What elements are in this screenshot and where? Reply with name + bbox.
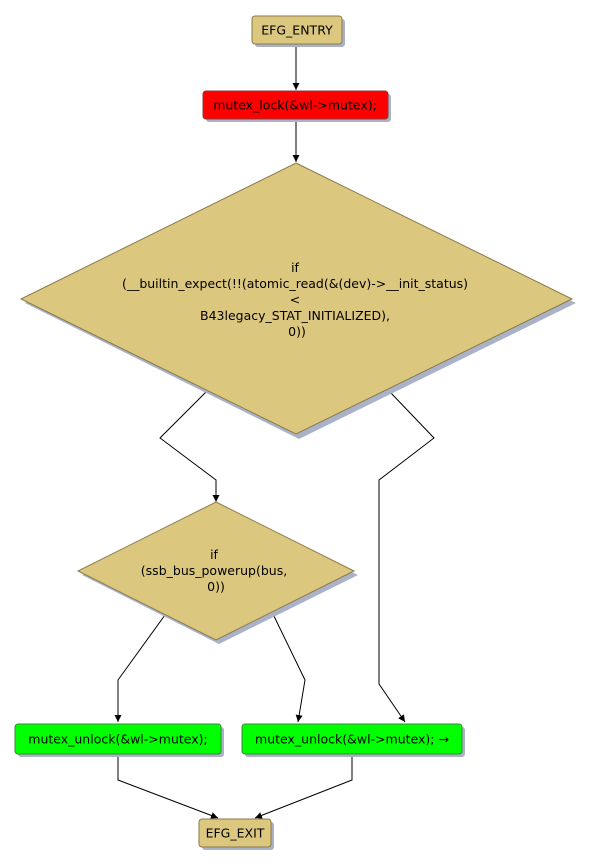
- edge-unlock1-to-exit: [117, 754, 219, 819]
- node-cond2-diamond: [76, 501, 356, 641]
- node-cond1-diamond: [19, 162, 574, 435]
- node-cond2-line-3: 0)): [207, 579, 225, 594]
- node-unlock2-label: mutex_unlock(&wl->mutex); →: [255, 732, 449, 747]
- node-cond1-line-2: (__builtin_expect(!!(atomic_read(&(dev)-…: [122, 276, 468, 291]
- node-unlock1-box: [14, 723, 222, 755]
- node-unlock2-box: [241, 723, 463, 755]
- edge-unlock2-to-exit: [254, 754, 353, 819]
- node-cond1-line-3: <: [290, 292, 300, 307]
- node-exit: EFG_EXIT: [198, 818, 274, 850]
- edges: [114, 45, 435, 819]
- node-cond1-line-4: B43legacy_STAT_INITIALIZED),: [200, 308, 390, 323]
- node-cond2-text: if (ssb_bus_powerup(bus, 0)): [141, 547, 291, 594]
- node-lock: mutex_lock(&wl->mutex);: [202, 90, 391, 122]
- edge-cond2-to-unlock1: [114, 614, 166, 722]
- node-cond1-line-5: 0)): [288, 324, 306, 339]
- node-lock-label: mutex_lock(&wl->mutex);: [213, 98, 377, 113]
- node-entry-box: [251, 15, 343, 45]
- edge-cond1-to-cond2: [159, 391, 220, 502]
- edge-cond1-to-unlock2: [378, 391, 435, 723]
- node-cond1: if (__builtin_expect(!!(atomic_read(&(de…: [19, 162, 576, 439]
- node-cond2-line-2: (ssb_bus_powerup(bus,: [141, 563, 287, 578]
- node-cond2: if (ssb_bus_powerup(bus, 0)): [76, 501, 358, 644]
- node-lock-box: [202, 90, 389, 120]
- node-cond1-line-1: if: [291, 260, 299, 275]
- node-cond2-line-1: if: [210, 547, 218, 562]
- node-cond1-text: if (__builtin_expect(!!(atomic_read(&(de…: [122, 260, 472, 339]
- node-entry-label: EFG_ENTRY: [261, 23, 333, 38]
- node-unlock1-label: mutex_unlock(&wl->mutex);: [28, 732, 207, 747]
- node-unlock1: mutex_unlock(&wl->mutex);: [14, 723, 224, 757]
- node-unlock2: mutex_unlock(&wl->mutex); →: [241, 723, 465, 757]
- node-exit-box: [198, 818, 272, 848]
- node-exit-label: EFG_EXIT: [206, 826, 265, 841]
- node-entry: EFG_ENTRY: [251, 15, 345, 47]
- edge-cond2-to-unlock2-false: [271, 611, 306, 723]
